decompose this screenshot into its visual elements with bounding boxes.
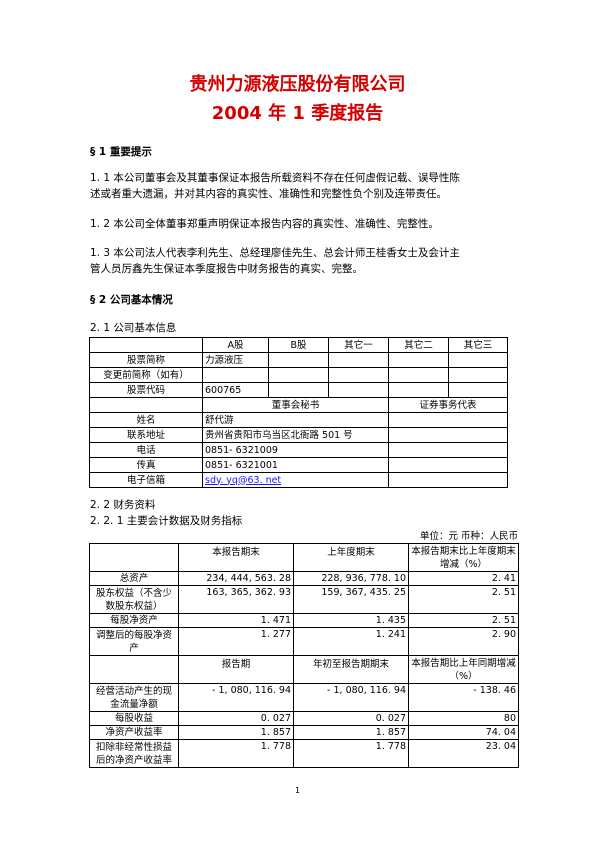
subsection-2-2: 2. 2 财务资料 [90, 499, 156, 511]
stock-code-value: 600765 [202, 382, 269, 398]
table-row: 股票简称 力源液压 [89, 352, 508, 368]
value-cell: 23. 04 [408, 739, 519, 768]
rep-header: 证券事务代表 [388, 397, 508, 413]
table-row: A股 B股 其它一 其它二 其它三 [89, 337, 508, 353]
table-row: 董事会秘书 证券事务代表 [89, 397, 508, 413]
secretary-header: 董事会秘书 [202, 397, 389, 413]
table-row: 股东权益（不含少数股东权益） 163, 365, 362. 93 159, 36… [89, 585, 519, 614]
value-cell: 2. 51 [408, 613, 519, 628]
value-cell: 2. 51 [408, 585, 519, 614]
company-title: 贵州力源液压股份有限公司 [189, 74, 406, 95]
report-title: 2004 年 1 季度报告 [211, 103, 384, 124]
header-last-year-end: 上年度期末 [293, 543, 409, 572]
subsection-2-1: 2. 1 公司基本信息 [90, 322, 177, 334]
finance-table: 本报告期末 上年度期末 本报告期末比上年度期末增减（%） 总资产 234, 44… [89, 543, 519, 768]
value-cell: 1. 857 [178, 725, 294, 740]
col-b-share: B股 [268, 337, 329, 353]
value-cell: 228, 936, 778. 10 [293, 571, 409, 586]
email-link[interactable]: sdy. yq@63. net [205, 474, 282, 486]
section-1-heading: § 1 重要提示 [90, 146, 152, 158]
value-cell: 80 [408, 711, 519, 726]
secretary-name: 舒代游 [202, 412, 389, 428]
header-report-period: 报告期 [178, 655, 294, 684]
row-label: 每股收益 [89, 711, 179, 726]
subsection-2-2-1: 2. 2. 1 主要会计数据及财务指标 [90, 515, 243, 527]
table-row: 每股收益 0. 027 0. 027 80 [89, 711, 519, 726]
notice-1-3-line2: 管人员厉鑫先生保证本季度报告中财务报告的真实、完整。 [90, 263, 363, 275]
value-cell: - 1, 080, 116. 94 [178, 683, 294, 712]
table-row: 报告期 年初至报告期期末 本报告期比上年同期增减（%） [89, 655, 519, 684]
value-cell: 1. 435 [293, 613, 409, 628]
table-row: 变更前简称（如有） [89, 367, 508, 383]
row-label: 变更前简称（如有） [89, 367, 203, 383]
value-cell: 2. 90 [408, 627, 519, 656]
table-row: 总资产 234, 444, 563. 28 228, 936, 778. 10 … [89, 571, 519, 586]
row-label: 股票简称 [89, 352, 203, 368]
table-row: 调整后的每股净资产 1. 277 1. 241 2. 90 [89, 627, 519, 656]
row-label: 总资产 [89, 571, 179, 586]
value-cell: 163, 365, 362. 93 [178, 585, 294, 614]
row-label: 股东权益（不含少数股东权益） [89, 585, 179, 614]
table-row: 姓名 舒代游 [89, 412, 508, 428]
value-cell: 1. 277 [178, 627, 294, 656]
value-cell: - 138. 46 [408, 683, 519, 712]
col-other-3: 其它三 [448, 337, 508, 353]
value-cell: 1. 241 [293, 627, 409, 656]
table-row: 扣除非经常性损益后的净资产收益率 1. 778 1. 778 23. 04 [89, 739, 519, 768]
table-row: 本报告期末 上年度期末 本报告期末比上年度期末增减（%） [89, 543, 519, 572]
table-row: 股票代码 600765 [89, 382, 508, 398]
value-cell: 1. 857 [293, 725, 409, 740]
notice-1-2: 1. 2 本公司全体董事郑重声明保证本报告内容的真实性、准确性、完整性。 [90, 218, 439, 230]
table-row: 每股净资产 1. 471 1. 435 2. 51 [89, 613, 519, 628]
row-label: 电话 [89, 442, 203, 458]
value-cell: 0. 027 [178, 711, 294, 726]
table-row: 联系地址 贵州省贵阳市乌当区北衙路 501 号 [89, 427, 508, 443]
unit-label: 单位：元 币种：人民币 [419, 531, 518, 542]
basic-info-table: A股 B股 其它一 其它二 其它三 股票简称 力源液压 变更前简称（如有） 股票… [89, 337, 508, 488]
header-period-end: 本报告期末 [178, 543, 294, 572]
row-label: 净资产收益率 [89, 725, 179, 740]
row-label: 姓名 [89, 412, 203, 428]
row-label: 调整后的每股净资产 [89, 627, 179, 656]
header-ytd: 年初至报告期期末 [293, 655, 409, 684]
stock-abbr-value: 力源液压 [202, 352, 269, 368]
notice-1-3-line1: 1. 3 本公司法人代表李利先生、总经理廖佳先生、总会计师王桂香女士及会计主 [90, 247, 460, 259]
col-a-share: A股 [202, 337, 269, 353]
table-row: 电话 0851- 6321009 [89, 442, 508, 458]
header-change-pct: 本报告期末比上年度期末增减（%） [408, 543, 519, 572]
row-label: 电子信箱 [89, 472, 203, 488]
value-cell: 1. 778 [178, 739, 294, 768]
row-label: 经营活动产生的现金流量净额 [89, 683, 179, 712]
value-cell: 0. 027 [293, 711, 409, 726]
value-cell: 159, 367, 435. 25 [293, 585, 409, 614]
row-label: 联系地址 [89, 427, 203, 443]
col-other-1: 其它一 [328, 337, 389, 353]
phone-value: 0851- 6321009 [202, 442, 389, 458]
value-cell: 1. 778 [293, 739, 409, 768]
address-value: 贵州省贵阳市乌当区北衙路 501 号 [202, 427, 389, 443]
row-label: 每股净资产 [89, 613, 179, 628]
row-label: 扣除非经常性损益后的净资产收益率 [89, 739, 179, 768]
value-cell: 74. 04 [408, 725, 519, 740]
table-row: 经营活动产生的现金流量净额 - 1, 080, 116. 94 - 1, 080… [89, 683, 519, 712]
page-number: 1 [294, 786, 301, 795]
row-label: 股票代码 [89, 382, 203, 398]
notice-1-1-line1: 1. 1 本公司董事会及其董事保证本报告所载资料不存在任何虚假记载、误导性陈 [90, 172, 460, 184]
value-cell: - 1, 080, 116. 94 [293, 683, 409, 712]
table-row: 电子信箱 sdy. yq@63. net [89, 472, 508, 488]
fax-value: 0851- 6321001 [202, 457, 389, 473]
notice-1-1-line2: 述或者重大遗漏，并对其内容的真实性、准确性和完整性负个别及连带责任。 [90, 188, 447, 200]
section-2-heading: § 2 公司基本情况 [90, 294, 173, 306]
value-cell: 1. 471 [178, 613, 294, 628]
value-cell: 2. 41 [408, 571, 519, 586]
table-row: 净资产收益率 1. 857 1. 857 74. 04 [89, 725, 519, 740]
col-other-2: 其它二 [388, 337, 449, 353]
row-label: 传真 [89, 457, 203, 473]
value-cell: 234, 444, 563. 28 [178, 571, 294, 586]
header-yoy-pct: 本报告期比上年同期增减（%） [408, 655, 519, 684]
table-row: 传真 0851- 6321001 [89, 457, 508, 473]
